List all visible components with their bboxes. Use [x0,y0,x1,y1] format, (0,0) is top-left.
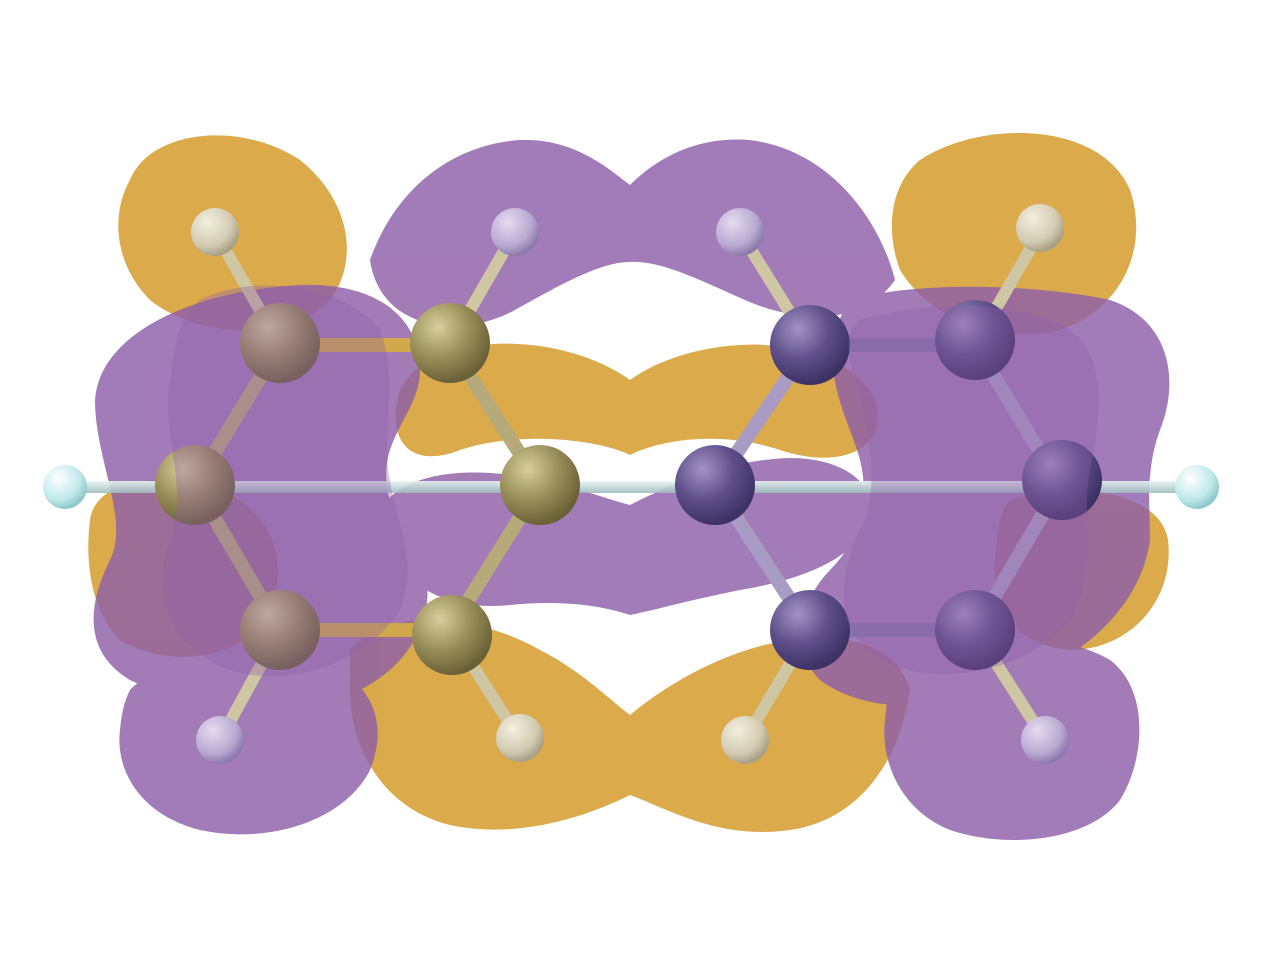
hydrogen-atom [491,208,539,256]
carbon-atom [240,303,320,383]
hydrogen-atom [1016,204,1064,252]
hydrogen-atom [191,208,239,256]
lobe-left-ring [93,284,428,709]
carbon-atom [240,590,320,670]
axis-rod [65,481,1197,493]
carbon-atom [412,595,492,675]
negative-lobes [93,139,1170,840]
carbon-atom [770,305,850,385]
hydrogen-atom [721,716,769,764]
molecular-axis [43,465,1219,509]
lobe-front-right [843,306,1099,675]
lobe-bottom-right-purple [884,636,1140,840]
carbon-atoms [155,300,1102,675]
negative-lobes-front [162,285,1099,677]
lobe-top-right [891,132,1137,335]
axis-end-right [1175,465,1219,509]
carbon-atom [935,590,1015,670]
hydrogen-atom [496,714,544,762]
carbon-atom [155,445,235,525]
lobe-bottom-left-purple [119,650,378,835]
carbon-atom [675,445,755,525]
hydrogen-atom [196,716,244,764]
hydrogen-atom [716,208,764,256]
carbon-atom [410,303,490,383]
lobe-right-ring [801,286,1170,707]
hydrogen-atom [1021,716,1069,764]
carbon-atom [770,590,850,670]
lobe-front-left [162,285,408,677]
hydrogen-atoms [191,204,1069,764]
axis-end-left [43,465,87,509]
lobe-bottom-orange [350,620,910,832]
carbon-atom [500,445,580,525]
carbon-atom [935,300,1015,380]
carbon-atom [1022,440,1102,520]
